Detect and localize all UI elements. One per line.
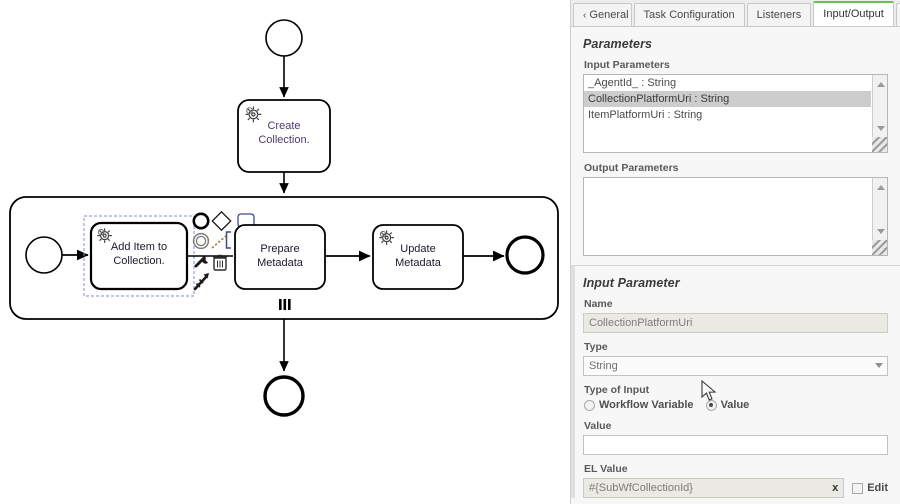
tab-input-output-label: Input/Output [823,8,884,20]
tab-next-partial[interactable]: I › [895,3,900,26]
tab-task-configuration[interactable]: Task Configuration [633,3,745,26]
parameters-section: Parameters Input Parameters _AgentId_ : … [571,27,900,256]
properties-tab-bar[interactable]: ‹ General Task Configuration Listeners I… [571,0,900,27]
task-add-item-label-line2: Collection. [113,255,164,267]
task-create-collection-label-line2: Collection. [258,134,309,146]
type-of-input-label: Type of Input [584,384,650,396]
end-event-icon[interactable] [192,212,210,230]
task-update-metadata-label-line1: Update [400,243,435,255]
bpmn-diagram-canvas[interactable]: Create Collection. [0,0,570,504]
end-event[interactable] [263,375,305,417]
el-value-row: #{SubWfCollectionId} x Edit [583,478,888,498]
rocket-icon[interactable] [193,273,209,291]
tab-task-configuration-label: Task Configuration [643,9,735,21]
parallel-multi-instance-marker-icon [279,299,291,310]
el-value-label: EL Value [584,463,628,475]
list-item[interactable]: CollectionPlatformUri : String [584,91,871,107]
scroll-up-icon[interactable] [873,180,887,194]
tab-listeners-label: Listeners [756,9,802,21]
list-item[interactable]: _AgentId_ : String [588,77,677,89]
name-field[interactable]: CollectionPlatformUri [583,313,888,333]
gear-icon [379,230,394,245]
input-parameter-section: Input Parameter Name CollectionPlatformU… [571,266,900,498]
gateway-icon[interactable] [211,210,232,232]
task-add-item-label-line1: Add Item to [111,241,167,253]
task-prepare-metadata-label-line1: Prepare [260,243,299,255]
clear-icon[interactable]: x [832,482,839,494]
list-item[interactable]: ItemPlatformUri : String [588,109,703,121]
radio-workflow-variable-label: Workflow Variable [599,399,694,411]
properties-panel: ‹ General Task Configuration Listeners I… [570,0,900,504]
type-select[interactable]: String [583,356,888,376]
parameters-section-title: Parameters [583,37,653,51]
scroll-down-icon[interactable] [873,224,887,238]
task-update-metadata-label-line2: Metadata [395,257,442,269]
output-parameters-scrollbar[interactable] [872,178,887,255]
task-add-item-to-collection[interactable]: Add Item to Collection. [89,221,189,291]
tab-scroll-left-icon[interactable]: ‹ [583,10,587,21]
section-rail [571,266,575,498]
type-select-wrapper: String [583,356,888,376]
input-parameters-listbox[interactable]: _AgentId_ : String CollectionPlatformUri… [583,74,888,153]
connect-icon[interactable] [211,231,231,249]
input-parameters-label: Input Parameters [584,59,670,71]
context-pad-palette[interactable] [192,210,255,291]
sub-end-event[interactable] [505,235,545,275]
scroll-down-icon[interactable] [873,121,887,135]
radio-workflow-variable[interactable] [584,399,595,411]
gear-icon [245,106,262,123]
gear-icon [97,228,112,243]
type-label: Type [584,341,608,353]
el-edit-toggle[interactable]: Edit [852,482,888,494]
task-update-metadata[interactable]: Update Metadata [372,224,464,290]
start-event[interactable] [265,19,303,57]
resize-grip-icon[interactable] [872,137,887,152]
sub-start-event[interactable] [25,236,63,274]
output-parameters-listbox[interactable] [583,177,888,256]
task-prepare-metadata-label-line2: Metadata [257,257,304,269]
type-of-input-radio-group[interactable]: Workflow Variable Value [584,399,888,411]
name-label: Name [584,298,613,310]
tab-listeners[interactable]: Listeners [746,3,812,26]
output-parameters-label: Output Parameters [584,162,679,174]
tab-input-output[interactable]: Input/Output [813,1,894,26]
input-parameter-section-title: Input Parameter [583,276,680,290]
value-label: Value [584,420,612,432]
radio-value-label: Value [720,399,750,411]
section-divider [571,265,900,266]
radio-value[interactable] [705,399,717,411]
scroll-up-icon[interactable] [873,77,887,91]
intermediate-event-icon[interactable] [192,232,210,250]
resize-grip-icon[interactable] [872,240,887,255]
chevron-down-icon[interactable] [875,363,883,368]
properties-panel-body: Parameters Input Parameters _AgentId_ : … [571,27,900,504]
task-prepare-metadata[interactable]: Prepare Metadata [234,224,326,290]
edit-label: Edit [867,482,888,494]
edit-checkbox[interactable] [852,482,864,494]
trash-icon[interactable] [213,254,227,271]
input-parameters-scrollbar[interactable] [872,75,887,152]
tab-general-label: General [589,9,629,21]
task-create-collection[interactable]: Create Collection. [237,99,331,173]
task-create-collection-label-line1: Create [267,120,300,132]
wrench-icon[interactable] [194,256,209,268]
el-value-field[interactable]: #{SubWfCollectionId} x [583,478,845,498]
value-field[interactable] [583,435,888,455]
tab-general[interactable]: ‹ General [573,3,632,26]
